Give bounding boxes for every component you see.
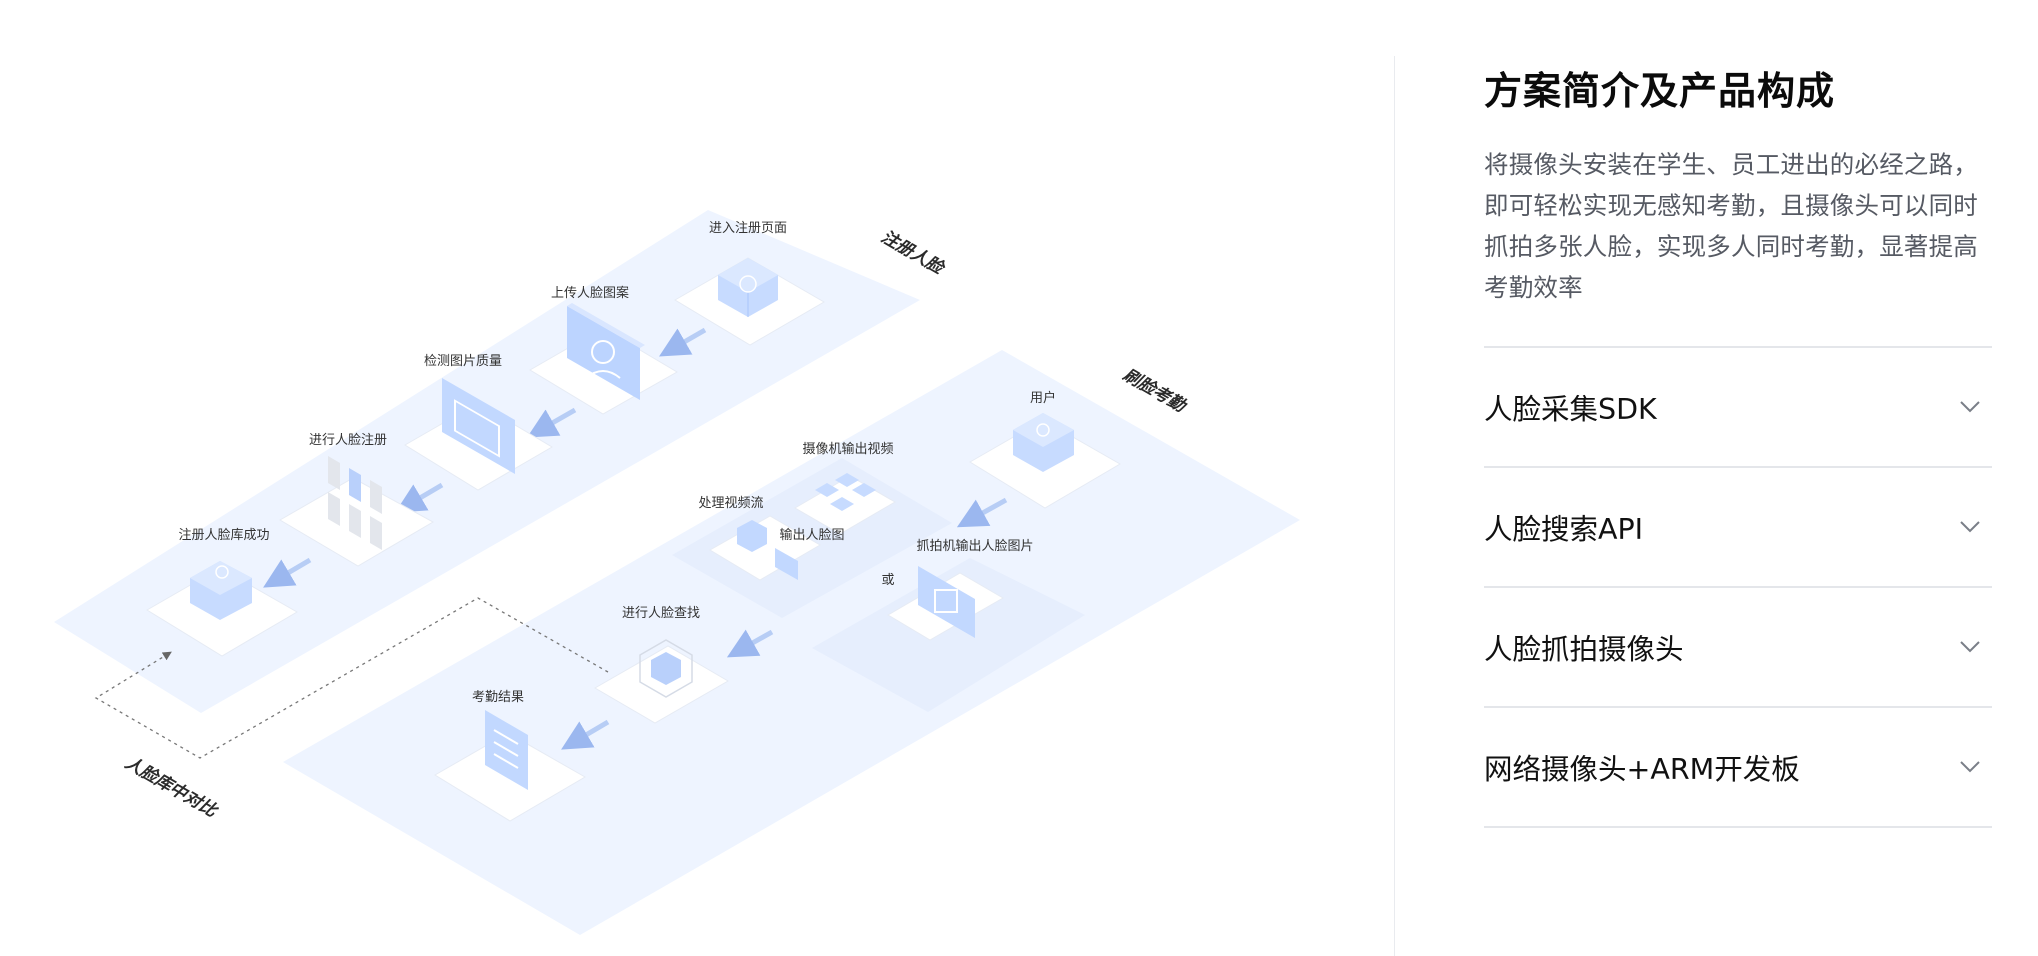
node-label: 注册人脸库成功 (178, 527, 269, 543)
accordion-item-face-sdk[interactable]: 人脸采集SDK (1484, 348, 1992, 468)
node-label: 检测图片质量 (424, 354, 502, 369)
vertical-divider (1394, 56, 1395, 956)
node-do-register: 进行人脸注册 (279, 433, 435, 567)
accordion-item-capture-camera[interactable]: 人脸抓拍摄像头 (1484, 588, 1992, 708)
flow-arrow (659, 327, 707, 357)
flow-arrow (561, 719, 610, 750)
node-label: 或 (881, 573, 894, 588)
node-label: 考勤结果 (472, 690, 524, 705)
compare-dotted-path (94, 597, 609, 759)
node-register-success: 注册人脸库成功 (146, 527, 298, 657)
flow-arrow (956, 497, 1008, 528)
panel-description: 将摄像头安装在学生、员工进出的必经之路，即可轻松实现无感知考勤，且摄像头可以同时… (1484, 150, 1978, 302)
node-check-quality: 检测图片质量 (404, 354, 553, 491)
node-camera-output: 摄像机输出视频 (794, 441, 896, 535)
solution-panel: 方案简介及产品构成 将摄像头安装在学生、员工进出的必经之路，即可轻松实现无感知考… (1484, 60, 1992, 828)
node-label: 进行人脸查找 (622, 606, 700, 621)
zone-label-compare: 人脸库中对比 (122, 753, 222, 822)
flow-arrow (526, 407, 577, 438)
accordion-item-label: 网络摄像头+ARM开发板 (1484, 752, 1800, 786)
zone-label-attendance: 刷脸考勤 (1119, 365, 1191, 418)
accordion-item-face-search-api[interactable]: 人脸搜索API (1484, 468, 1992, 588)
capture-subplatform (812, 558, 1085, 712)
node-label: 进入注册页面 (709, 221, 787, 236)
accordion-item-label: 人脸搜索API (1484, 512, 1644, 546)
node-process-stream: 处理视频流 输出人脸图 (698, 496, 845, 581)
node-label: 摄像机输出视频 (802, 441, 893, 457)
flow-arrow (726, 629, 774, 658)
chevron-down-icon[interactable] (1956, 393, 1984, 421)
node-label: 输出人脸图 (779, 527, 844, 543)
node-upload-face: 上传人脸图案 (529, 286, 678, 415)
chevron-down-icon[interactable] (1956, 633, 1984, 661)
accordion-item-network-camera-arm[interactable]: 网络摄像头+ARM开发板 (1484, 708, 1992, 828)
node-face-search: 进行人脸查找 (594, 606, 729, 724)
flow-arrow (263, 557, 312, 588)
node-label: 进行人脸注册 (309, 433, 387, 448)
node-capture-camera: 抓拍机输出人脸图片 或 (881, 538, 1034, 641)
accordion-item-label: 人脸抓拍摄像头 (1484, 632, 1684, 666)
node-enter-register-page: 进入注册页面 (674, 221, 825, 346)
accordion-item-label: 人脸采集SDK (1484, 392, 1657, 426)
flow-arrow (395, 482, 444, 513)
panel-title: 方案简介及产品构成 (1484, 69, 1836, 113)
node-label: 上传人脸图案 (551, 286, 629, 301)
face-attendance-flow-diagram: 注册人脸 刷脸考勤 人脸库中对比 进入注册页面 上传人脸图案 检测图片质量 (54, 210, 1300, 935)
node-attendance-result: 考勤结果 (434, 690, 586, 822)
zone-label-register: 注册人脸 (878, 227, 949, 280)
node-label: 用户 (1030, 390, 1056, 406)
node-label: 抓拍机输出人脸图片 (916, 538, 1033, 554)
node-user: 用户 (969, 390, 1121, 509)
product-accordion: 人脸采集SDK 人脸搜索API 人脸抓拍摄像头 网络摄像头+ARM开发板 (1484, 346, 1992, 828)
chevron-down-icon[interactable] (1956, 753, 1984, 781)
chevron-down-icon[interactable] (1956, 513, 1984, 541)
node-label: 处理视频流 (698, 496, 763, 511)
